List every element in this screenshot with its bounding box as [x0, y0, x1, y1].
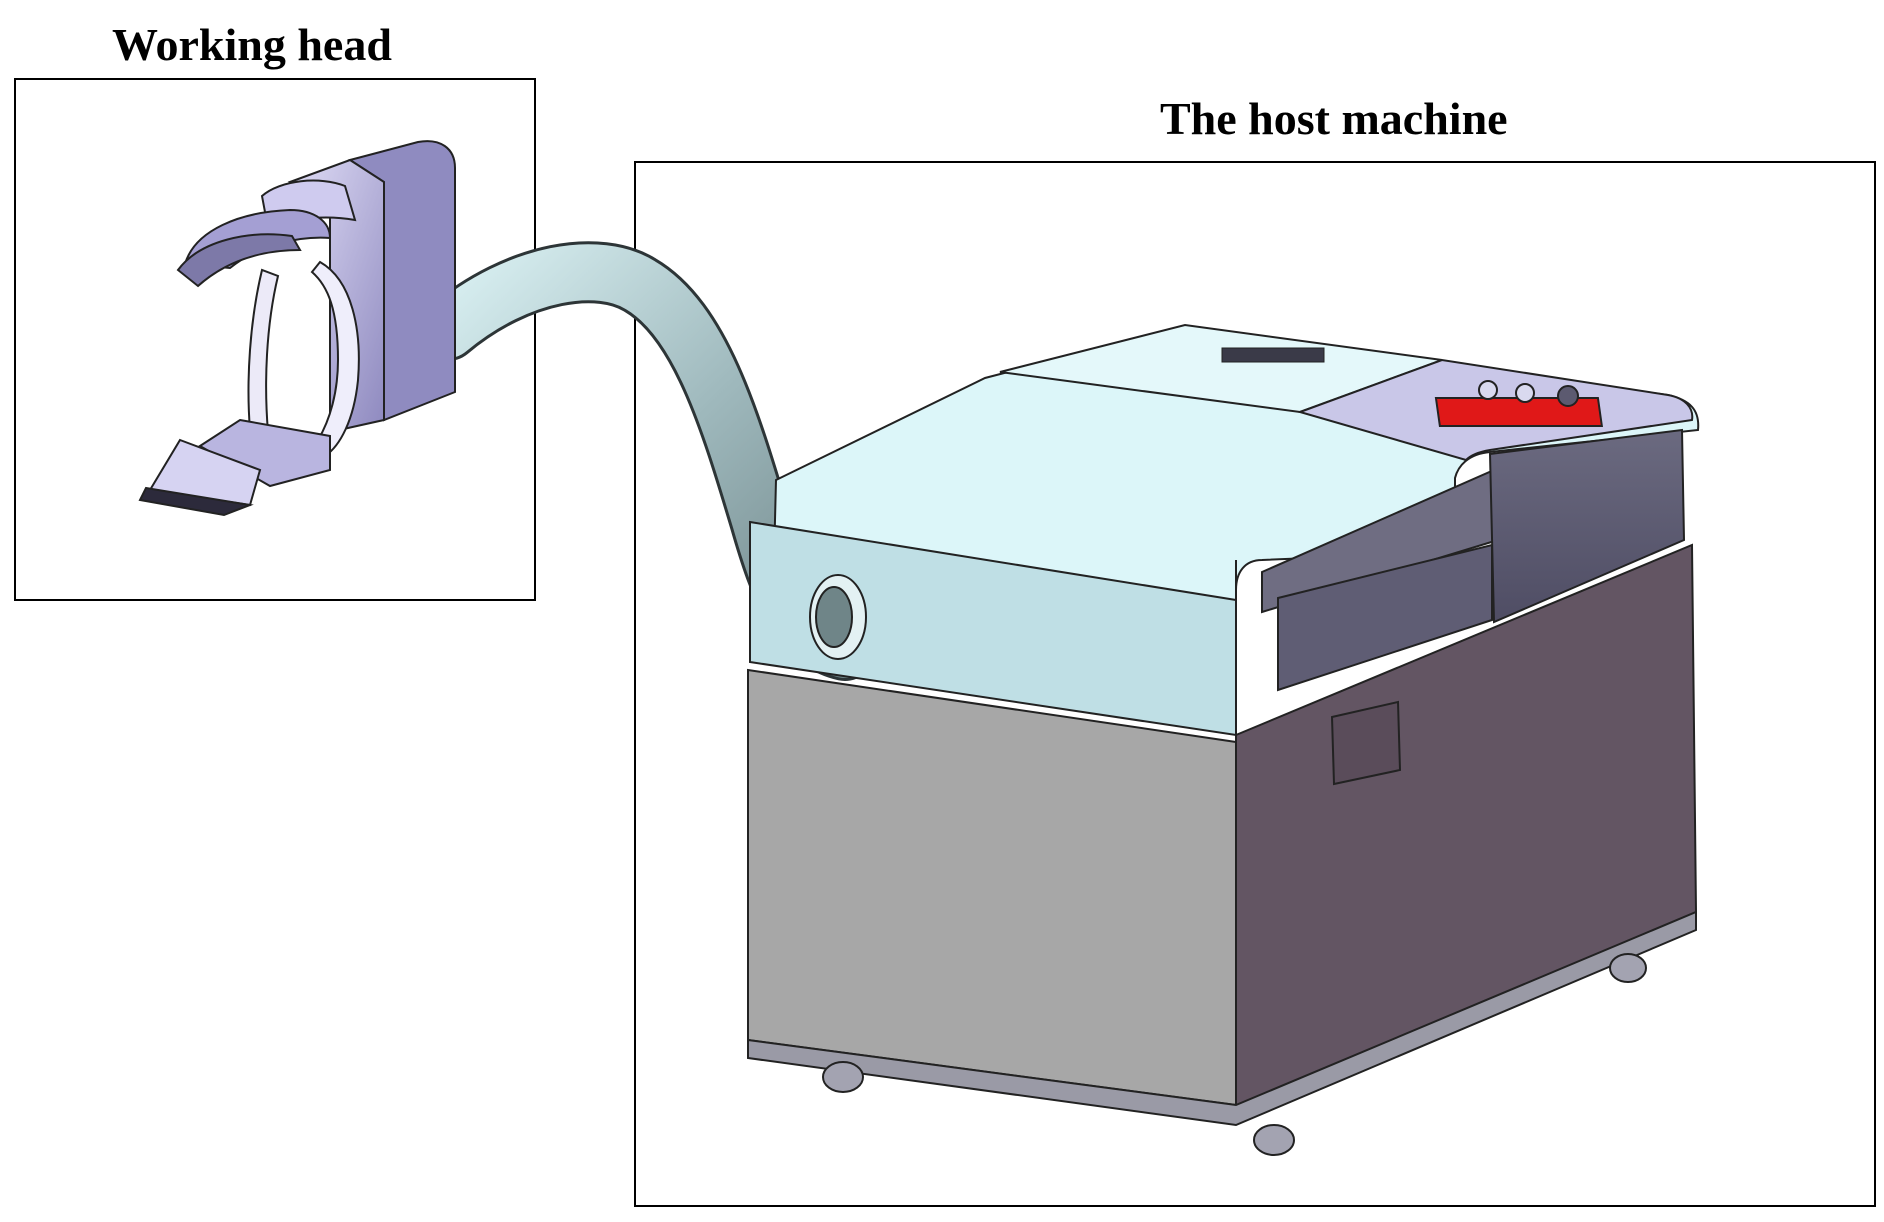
caster-front-left: [822, 1061, 864, 1093]
vent-grille: [1221, 347, 1325, 363]
host-machine-title: The host machine: [1160, 93, 1508, 144]
caster-front-right: [1253, 1124, 1295, 1156]
host-machine-frame: [634, 161, 1876, 1207]
hose-port: [809, 574, 867, 660]
control-knob-3: [1557, 385, 1579, 407]
control-panel: [1221, 347, 1604, 427]
control-knob-1: [1478, 380, 1498, 400]
host-machine-body: [747, 323, 1700, 1127]
control-knob-2: [1515, 383, 1535, 403]
caster-rear-right: [1609, 953, 1647, 983]
working-head-title: Working head: [112, 19, 392, 70]
casters: [822, 953, 1647, 1156]
working-head: [138, 140, 456, 517]
working-head-frame: [14, 78, 536, 601]
